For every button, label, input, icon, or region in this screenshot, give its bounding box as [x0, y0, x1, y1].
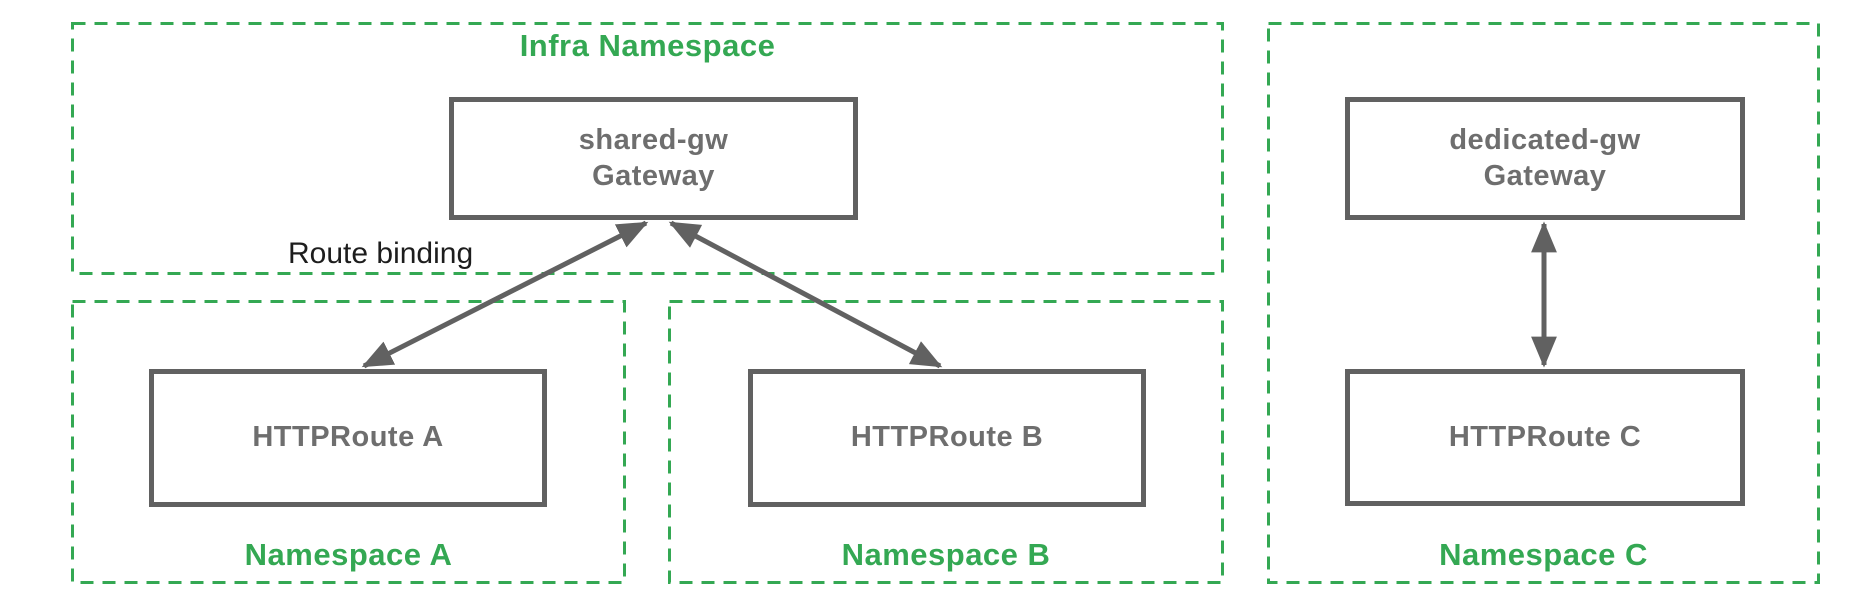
- httproute-b-node: HTTPRoute B: [748, 369, 1146, 507]
- shared-gw-name: shared-gw: [578, 123, 729, 156]
- route-binding-label: Route binding: [288, 237, 474, 270]
- namespace-c-label: Namespace C: [1439, 537, 1648, 572]
- shared-gw-gateway-node: shared-gw Gateway: [449, 97, 858, 220]
- namespace-a-label: Namespace A: [244, 537, 453, 572]
- dedicated-gw-name: dedicated-gw: [1449, 123, 1641, 156]
- httproute-b-label: HTTPRoute B: [850, 421, 1044, 454]
- infra-namespace-label: Infra Namespace: [519, 28, 776, 63]
- httproute-a-node: HTTPRoute A: [149, 369, 547, 507]
- dedicated-gw-gateway-node: dedicated-gw Gateway: [1345, 97, 1745, 220]
- httproute-c-label: HTTPRoute C: [1448, 420, 1642, 453]
- namespace-b-label: Namespace B: [841, 537, 1051, 572]
- dedicated-gw-kind: Gateway: [1483, 160, 1607, 192]
- route-b-binding-arrow: [668, 220, 943, 369]
- shared-gw-kind: Gateway: [592, 160, 715, 192]
- httproute-c-node: HTTPRoute C: [1345, 369, 1745, 506]
- httproute-a-label: HTTPRoute A: [252, 421, 444, 454]
